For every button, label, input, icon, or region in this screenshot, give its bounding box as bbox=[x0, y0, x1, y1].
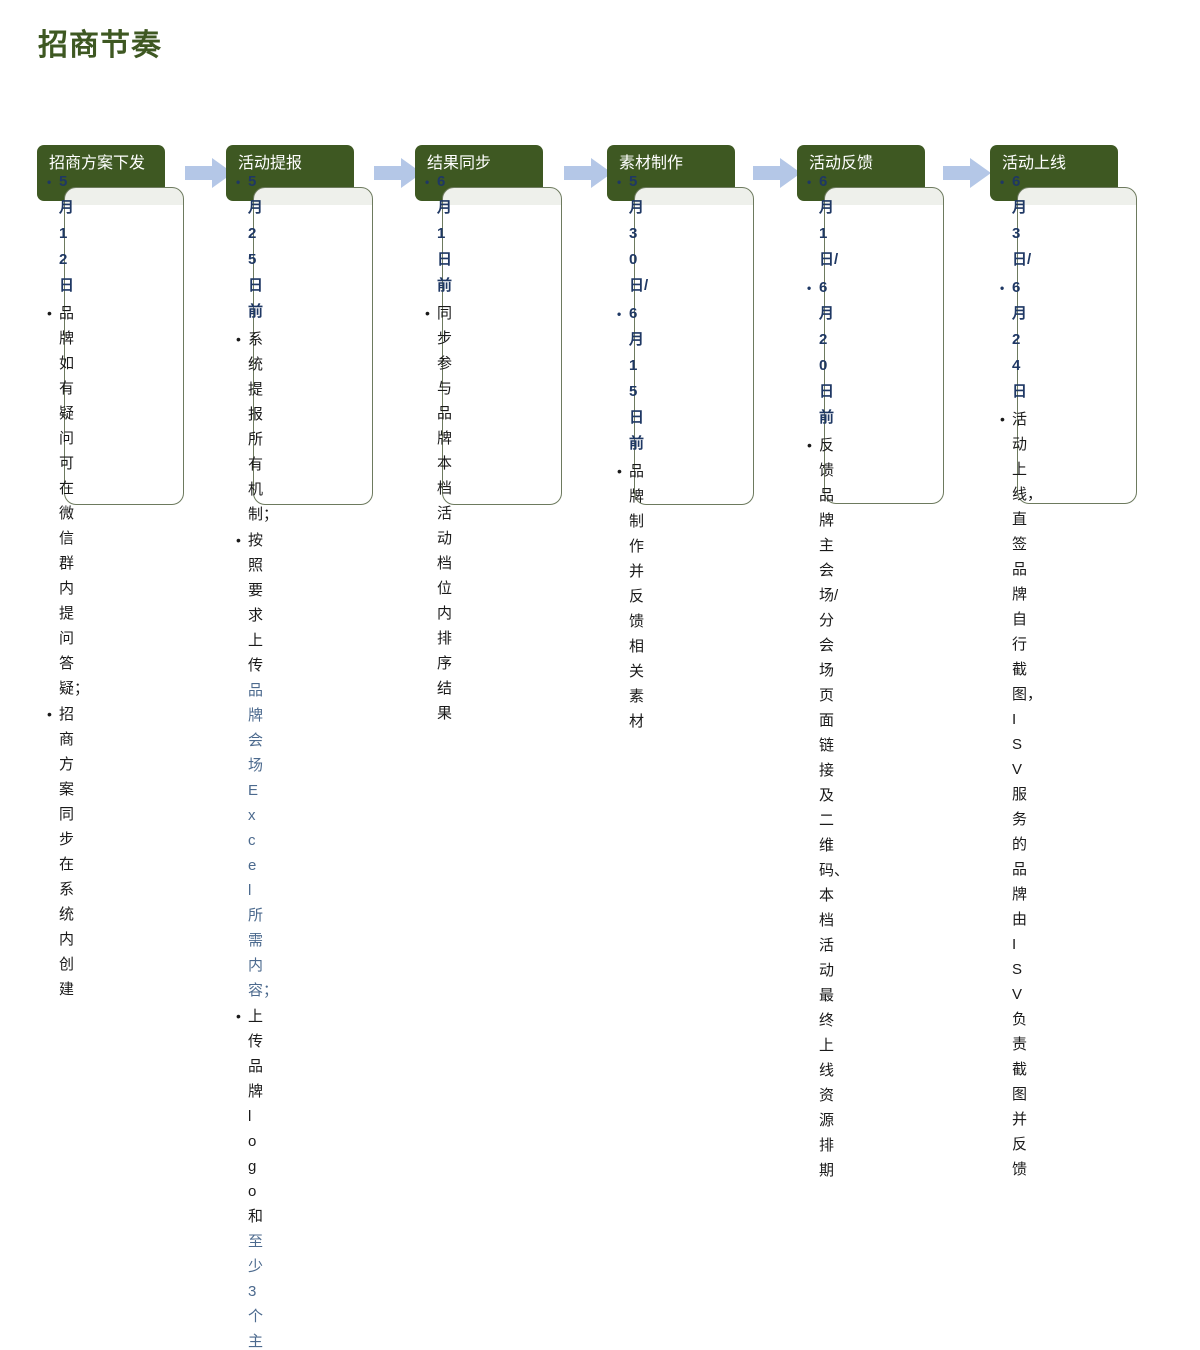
highlighted-text-run: 品牌会场Excel所需内容； bbox=[248, 682, 279, 999]
card-tint-band bbox=[825, 188, 943, 205]
right-arrow-icon bbox=[753, 158, 801, 188]
right-arrow-icon bbox=[564, 158, 612, 188]
text-run: 招商方案同步在系统内创建 bbox=[59, 706, 75, 998]
text-run: 反馈品牌主会场/分会场页面链接及二维码、本档活动最终上线资源排期 bbox=[819, 437, 850, 1179]
stage-task-bullet: 招商方案同步在系统内创建 bbox=[46, 702, 74, 1002]
stage-date-bullet: 6月15日前 bbox=[616, 301, 644, 457]
stage-header-label: 活动反馈 bbox=[809, 155, 874, 172]
page-title: 招商节奏 bbox=[38, 29, 162, 62]
stage-detail-card bbox=[634, 187, 754, 505]
text-run: 品牌制作并反馈相关素材 bbox=[629, 463, 645, 730]
text-run: 按照要求上传 bbox=[248, 532, 264, 674]
right-arrow-icon bbox=[374, 158, 422, 188]
text-run: 同步参与品牌本档活动档位内排序结果 bbox=[437, 305, 453, 722]
highlighted-text-run: 至少3个主推 bbox=[248, 1233, 264, 1350]
stage-header-label: 素材制作 bbox=[619, 155, 684, 172]
stage-task-bullet: 品牌如有疑问可在微信群内提问答疑； bbox=[46, 301, 89, 701]
stage-date-bullet: 6月1日/ bbox=[806, 169, 838, 273]
stage-task-bullet: 按照要求上传品牌会场Excel所需内容； bbox=[235, 528, 278, 1003]
stage-task-bullet: 品牌制作并反馈相关素材 bbox=[616, 459, 644, 734]
stage-task-bullet: 上传品牌logo和至少3个主推品白底图 bbox=[235, 1004, 263, 1350]
stage-header-label: 结果同步 bbox=[427, 155, 492, 172]
right-arrow-icon bbox=[185, 158, 233, 188]
stage-task-bullet: 系统提报所有机制； bbox=[235, 327, 278, 527]
stage-date-bullet: 5月12日 bbox=[46, 169, 74, 299]
stage-task-bullet: 反馈品牌主会场/分会场页面链接及二维码、本档活动最终上线资源排期 bbox=[806, 433, 849, 1183]
stage-date-bullet: 5月25日前 bbox=[235, 169, 263, 325]
stage-date-bullet: 6月3日/ bbox=[999, 169, 1031, 273]
card-tint-band bbox=[65, 188, 183, 205]
stage-task-bullet: 活动上线，直签品牌自行截图，ISV服务的品牌由ISV负责截图并反馈 bbox=[999, 407, 1042, 1182]
stage-detail-card bbox=[1017, 187, 1137, 504]
stage-header-label: 活动上线 bbox=[1002, 155, 1067, 172]
stage-detail-card bbox=[64, 187, 184, 505]
stage-detail-card bbox=[253, 187, 373, 505]
text-run: 系统提报所有机制； bbox=[248, 331, 279, 523]
right-arrow-icon bbox=[943, 158, 991, 188]
text-run: 活动上线，直签品牌自行截图，ISV服务的品牌由ISV负责截图并反馈 bbox=[1012, 411, 1043, 1178]
stage-header-label: 招商方案下发 bbox=[49, 155, 146, 172]
card-tint-band bbox=[635, 188, 753, 205]
stage-date-bullet: 6月20日前 bbox=[806, 275, 834, 431]
stage-task-bullet: 同步参与品牌本档活动档位内排序结果 bbox=[424, 301, 452, 726]
stage-detail-card bbox=[442, 187, 562, 505]
card-tint-band bbox=[1018, 188, 1136, 205]
text-run: 上传品牌logo和 bbox=[248, 1008, 264, 1225]
stage-date-bullet: 6月1日前 bbox=[424, 169, 452, 299]
stage-detail-card bbox=[824, 187, 944, 504]
stage-header-label: 活动提报 bbox=[238, 155, 303, 172]
card-tint-band bbox=[443, 188, 561, 205]
card-tint-band bbox=[254, 188, 372, 205]
stage-date-bullet: 5月30日/ bbox=[616, 169, 648, 299]
stage-date-bullet: 6月24日 bbox=[999, 275, 1027, 405]
